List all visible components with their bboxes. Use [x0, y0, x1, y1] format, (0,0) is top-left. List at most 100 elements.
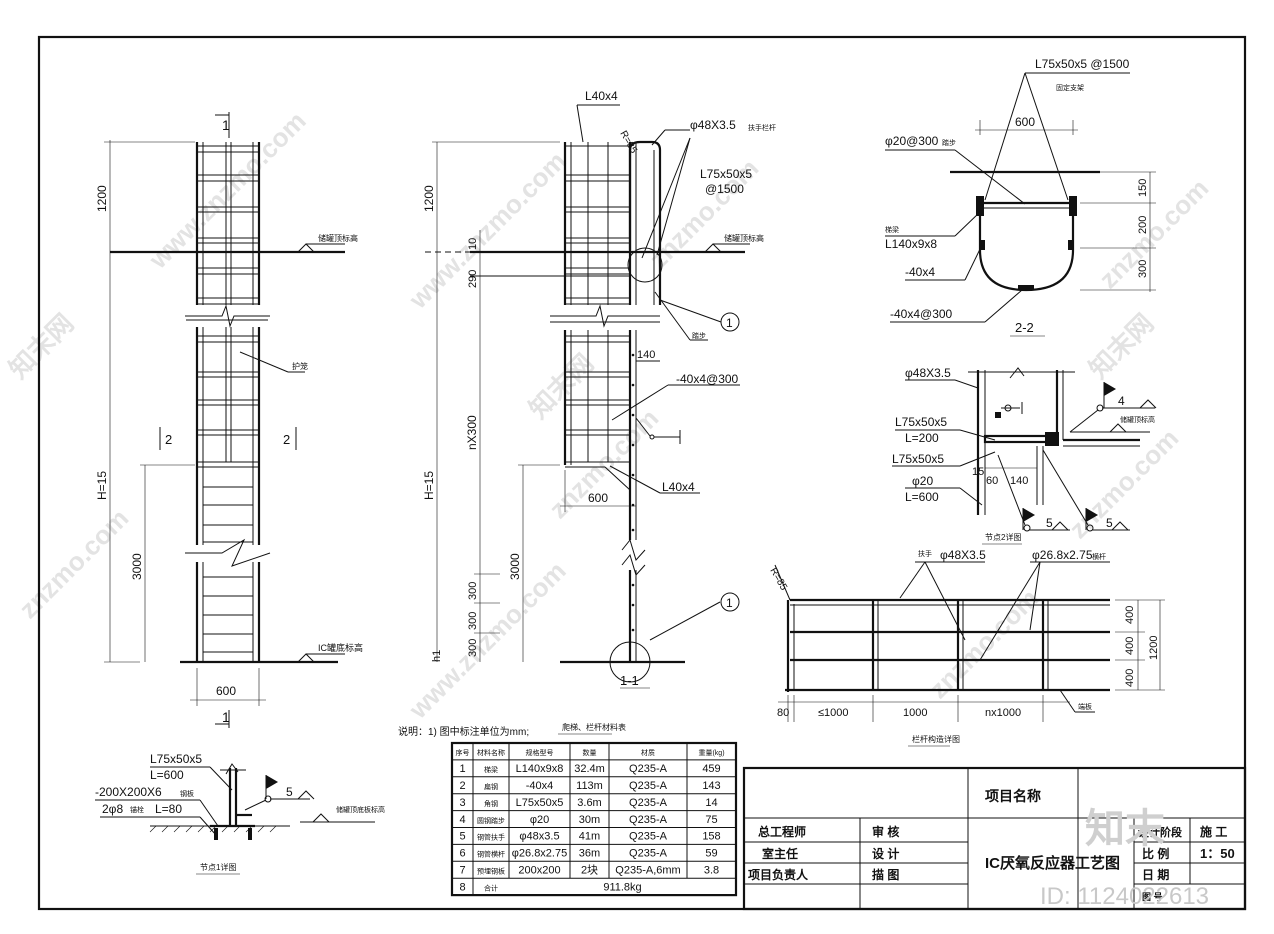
watermark-text: znzmo.com	[13, 503, 134, 624]
table-cell: Q235-A	[629, 814, 668, 826]
table-cell: 合计	[484, 883, 498, 892]
tb-drawing-no-label: 图 号	[1142, 892, 1163, 902]
label-l40x4-bottom: L40x4	[662, 480, 695, 494]
label-l75: L75x50x5	[700, 167, 752, 181]
table-header: 数量	[583, 748, 597, 757]
table-cell: 角钢	[484, 799, 498, 808]
node-1-detail: L75x50x5 L=600 -200X200X6 钢板 2φ8 锚栓 L=80…	[95, 752, 385, 875]
dim-nx1000: nx1000	[985, 707, 1021, 719]
dim-400: 400	[1124, 669, 1136, 687]
table-cell: 59	[705, 848, 717, 860]
watermark-text: 知末网	[1083, 308, 1159, 384]
dim-1200: 1200	[95, 185, 109, 212]
guard-label: 护笼	[292, 361, 308, 371]
table-cell: φ48x3.5	[519, 831, 559, 843]
level-label: 储罐顶标高	[1120, 415, 1155, 424]
node-2-detail: φ48X3.5 L75x50x5 L=200 L75x50x5 φ20 L=60…	[892, 366, 1157, 545]
table-cell: Q235-A,6mm	[615, 864, 680, 876]
brand-watermark: 知末	[1085, 807, 1165, 851]
tb-section-head: 室主任	[762, 846, 798, 861]
weld-5: 5	[286, 785, 293, 799]
label-plate-note: 钢板	[180, 789, 194, 798]
label-flat2: -40x4@300	[890, 307, 953, 321]
table-cell: 36m	[579, 848, 600, 860]
dim-400: 400	[1124, 606, 1136, 624]
section-title: 1-1	[620, 673, 639, 688]
tb-scale-label: 比 例	[1142, 846, 1169, 861]
level-label: 储罐顶标高	[318, 233, 358, 243]
label-pipe48: φ48X3.5	[690, 118, 736, 132]
detail-no: 1	[726, 596, 733, 610]
label-pipe268-note: 横杆	[1092, 552, 1106, 561]
table-cell: 3	[459, 797, 465, 809]
dim-300: 300	[467, 639, 479, 657]
section-1-1: 储罐顶标高 L40x4 R=85 φ48X3.5 扶手栏杆 L75x50x5 @…	[422, 89, 776, 689]
tb-stage-label: 设计阶段	[1138, 825, 1182, 839]
id-watermark: ID: 1124022613	[1040, 883, 1209, 910]
section-mark: 1	[222, 709, 230, 725]
table-cell: 2	[459, 780, 465, 792]
title-block: 项目名称 总工程师 室主任 项目负责人 审 核 设 计 描 图 IC厌氧反应器工…	[742, 766, 1247, 911]
tb-stage-value: 施 工	[1200, 824, 1227, 839]
dim-60: 60	[986, 475, 998, 487]
dim-nx300: nX300	[465, 415, 479, 450]
label-r85: R=85	[767, 566, 789, 593]
table-total: 911.8kg	[603, 881, 641, 893]
table-cell: 8	[459, 881, 465, 893]
section-mark: 1	[222, 117, 230, 133]
level-label: 储罐顶底板标高	[336, 805, 385, 814]
dim-290: 290	[467, 270, 479, 288]
table-cell: 3.6m	[577, 797, 601, 809]
table-cell: 5	[459, 831, 465, 843]
table-cell: L140x9x8	[516, 763, 564, 775]
table-cell: 1	[459, 763, 465, 775]
watermark-text: www.znzmo.com	[402, 146, 571, 315]
table-cell: 32.4m	[574, 763, 605, 775]
table-cell: 14	[705, 797, 717, 809]
table-cell: 158	[702, 831, 720, 843]
ladder-front-view: 1	[95, 112, 363, 728]
label-l200: L=200	[905, 431, 939, 445]
dim-600: 600	[216, 684, 236, 698]
notes: 说明：1) 图中标注单位为mm;	[398, 725, 529, 738]
table-cell: 钢管横杆	[477, 850, 505, 859]
dim-300: 300	[1137, 260, 1149, 278]
section-2-2: L75x50x5 @1500 固定支架 600 φ20@300 踏步 梯梁 L1…	[885, 57, 1156, 337]
dim-140: 140	[637, 349, 655, 361]
dim-1200: 1200	[422, 185, 436, 212]
end-note: 端板	[1078, 702, 1092, 711]
node-title: 节点1详图	[200, 862, 236, 872]
table-cell: 2块	[581, 863, 598, 876]
railing-title: 栏杆构造详图	[912, 734, 960, 744]
railing-detail: R=85 扶手 φ48X3.5 φ26.8x2.75 横杆 端板 80 ≤100…	[767, 548, 1165, 747]
table-cell: 200x200	[518, 864, 560, 876]
dim-80: 80	[777, 707, 789, 719]
label-l75a: L75x50x5	[895, 415, 947, 429]
label-rung-note: 踏步	[942, 138, 956, 147]
dim-200: 200	[1137, 216, 1149, 234]
tb-date-label: 日 期	[1142, 867, 1169, 882]
dim-300: 300	[467, 612, 479, 630]
top-label: L75x50x5 @1500	[1035, 57, 1130, 71]
table-cell: 113m	[576, 780, 603, 792]
watermark-text: znzmo.com	[1093, 173, 1214, 294]
label-l80: L=80	[155, 802, 182, 816]
label-flat-bar: -40x4@300	[676, 372, 739, 386]
label-l75b: L75x50x5	[892, 452, 944, 466]
table-cell: 143	[702, 780, 720, 792]
table-cell: 圆钢踏步	[477, 816, 505, 825]
dim-10: 10	[467, 238, 479, 250]
label-plate: -200X200X6	[95, 785, 162, 799]
label-pipe48-note: 扶手栏杆	[748, 123, 776, 132]
label-l600: L=600	[905, 490, 939, 504]
table-header: 序号	[456, 748, 470, 757]
top-note: 固定支架	[1056, 83, 1084, 92]
label-bolt: 2φ8	[102, 802, 123, 816]
watermark-text: 知末网	[3, 308, 79, 384]
tb-review: 审 核	[872, 824, 899, 839]
label-l40x4-top: L40x4	[585, 89, 618, 103]
watermark-text: www.znzmo.com	[402, 556, 571, 725]
detail-no: 1	[726, 316, 733, 330]
dim-h1: h1	[431, 650, 443, 662]
